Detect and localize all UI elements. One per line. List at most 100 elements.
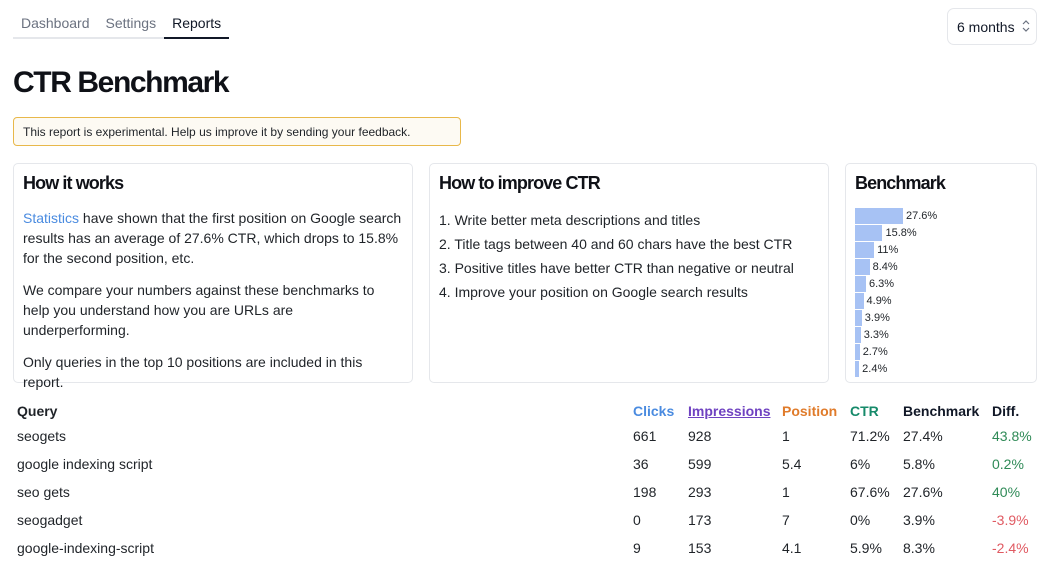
benchmark-bar-row: 4.9% (855, 292, 1027, 309)
cell-benchmark: 8.3% (903, 540, 935, 556)
benchmark-bar-row: 3.3% (855, 326, 1027, 343)
benchmark-bar-label: 3.9% (864, 311, 890, 324)
cell-query: seo gets (17, 484, 70, 500)
card-title: How to improve CTR (439, 173, 601, 193)
table-header-row: Query Clicks Impressions Position CTR Be… (13, 400, 1048, 422)
benchmark-bar-row: 6.3% (855, 275, 1027, 292)
cell-clicks: 0 (633, 512, 641, 528)
compare-paragraph: We compare your numbers against these be… (23, 282, 375, 338)
cell-ctr: 0% (850, 512, 871, 528)
benchmark-card: Benchmark 27.6% 15.8% 11% 8.4% 6.3% 4.9% 3.9% 3… (845, 163, 1037, 383)
cell-clicks: 198 (633, 484, 657, 500)
benchmark-bar-row: 2.4% (855, 360, 1027, 377)
query-table: Query Clicks Impressions Position CTR Be… (13, 400, 1048, 562)
benchmark-bar-row: 11% (855, 241, 1027, 258)
up-down-chevron-icon (1022, 19, 1030, 35)
list-item: 1. Write better meta descriptions and ti… (439, 212, 701, 228)
cell-diff: 43.8% (992, 428, 1032, 444)
col-clicks[interactable]: Clicks (633, 403, 675, 419)
cell-query: google indexing script (17, 456, 153, 472)
card-title: Benchmark (855, 173, 946, 193)
tab-reports[interactable]: Reports (164, 8, 230, 39)
cell-position: 7 (782, 512, 790, 528)
cell-ctr: 5.9% (850, 540, 882, 556)
cell-impressions: 153 (688, 540, 712, 556)
how-to-improve-card: How to improve CTR 1. Write better meta … (429, 163, 829, 383)
benchmark-bar (855, 207, 903, 224)
benchmark-bar (855, 343, 860, 360)
cell-query: google-indexing-script (17, 540, 154, 556)
benchmark-bar-label: 8.4% (872, 260, 898, 273)
period-select-value: 6 months (957, 18, 1015, 35)
cell-query: seogets (17, 428, 67, 444)
benchmark-bar-label: 6.3% (868, 277, 895, 290)
cell-clicks: 661 (633, 428, 657, 444)
table-row[interactable]: seogets 661 928 1 71.2% 27.4% 43.8% (13, 422, 1048, 450)
tab-dashboard[interactable]: Dashboard (21, 15, 90, 31)
cell-diff: 0.2% (992, 456, 1024, 472)
benchmark-bar (855, 360, 860, 377)
col-benchmark[interactable]: Benchmark (903, 403, 980, 419)
statistics-paragraph: Statistics have shown that the first pos… (23, 210, 402, 266)
benchmark-bar-row: 2.7% (855, 343, 1027, 360)
col-diff[interactable]: Diff. (992, 403, 1020, 419)
benchmark-bar (855, 258, 870, 275)
benchmark-bar (855, 275, 866, 292)
cell-clicks: 36 (633, 456, 649, 472)
benchmark-bar-label: 15.8% (885, 226, 917, 239)
col-impressions[interactable]: Impressions (688, 403, 771, 419)
benchmark-bar (855, 241, 875, 258)
benchmark-bar-label: 4.9% (866, 294, 892, 307)
cell-benchmark: 27.6% (903, 484, 943, 500)
cell-position: 4.1 (782, 540, 802, 556)
benchmark-bar-label: 3.3% (863, 328, 889, 341)
cell-impressions: 293 (688, 484, 712, 500)
tab-settings[interactable]: Settings (105, 15, 157, 31)
cell-position: 1 (782, 428, 790, 444)
cell-impressions: 173 (688, 512, 712, 528)
cell-ctr: 6% (850, 456, 871, 472)
cell-clicks: 9 (633, 540, 641, 556)
list-item: 3. Positive titles have better CTR than … (439, 260, 794, 276)
list-item: 2. Title tags between 40 and 60 chars ha… (439, 236, 793, 252)
cell-diff: -2.4% (992, 540, 1029, 556)
cell-diff: 40% (992, 484, 1021, 500)
benchmark-bar-row: 27.6% (855, 207, 1027, 224)
benchmark-bar-chart: 27.6% 15.8% 11% 8.4% 6.3% 4.9% 3.9% 3.3% 2.7% 2.4… (855, 207, 1027, 377)
benchmark-bar (855, 224, 883, 241)
cell-benchmark: 27.4% (903, 428, 943, 444)
tab-bar: Dashboard Settings Reports (13, 8, 230, 39)
list-item: 4. Improve your position on Google searc… (439, 284, 748, 300)
period-select[interactable]: 6 months (947, 8, 1037, 45)
benchmark-bar-label: 2.7% (862, 345, 888, 358)
statistics-link[interactable]: Statistics (23, 210, 80, 226)
benchmark-bar (855, 326, 861, 343)
table-row[interactable]: google-indexing-script 9 153 4.1 5.9% 8.3% -2.… (13, 534, 1048, 562)
cell-query: seogadget (17, 512, 83, 528)
benchmark-bar-row: 15.8% (855, 224, 1027, 241)
col-query[interactable]: Query (17, 403, 58, 419)
cell-impressions: 599 (688, 456, 712, 472)
how-it-works-card: How it works Statistics have shown that … (13, 163, 413, 390)
col-position[interactable]: Position (782, 403, 838, 419)
cell-benchmark: 3.9% (903, 512, 935, 528)
benchmark-bar-label: 27.6% (906, 209, 938, 222)
benchmark-bar-row: 3.9% (855, 309, 1027, 326)
cell-ctr: 71.2% (850, 428, 890, 444)
cell-position: 1 (782, 484, 790, 500)
card-title: How it works (23, 173, 124, 193)
cell-impressions: 928 (688, 428, 712, 444)
top10-paragraph: Only queries in the top 10 positions are… (23, 354, 363, 390)
experimental-notice: This report is experimental. Help us imp… (13, 117, 461, 146)
benchmark-bar (855, 292, 864, 309)
cell-diff: -3.9% (992, 512, 1029, 528)
benchmark-bar-label: 11% (877, 243, 899, 256)
table-row[interactable]: seogadget 0 173 7 0% 3.9% -3.9% (13, 506, 1048, 534)
col-ctr[interactable]: CTR (850, 403, 879, 419)
cell-benchmark: 5.8% (903, 456, 935, 472)
page-title: CTR Benchmark (13, 66, 230, 99)
benchmark-bar (855, 309, 862, 326)
benchmark-bar-row: 8.4% (855, 258, 1027, 275)
